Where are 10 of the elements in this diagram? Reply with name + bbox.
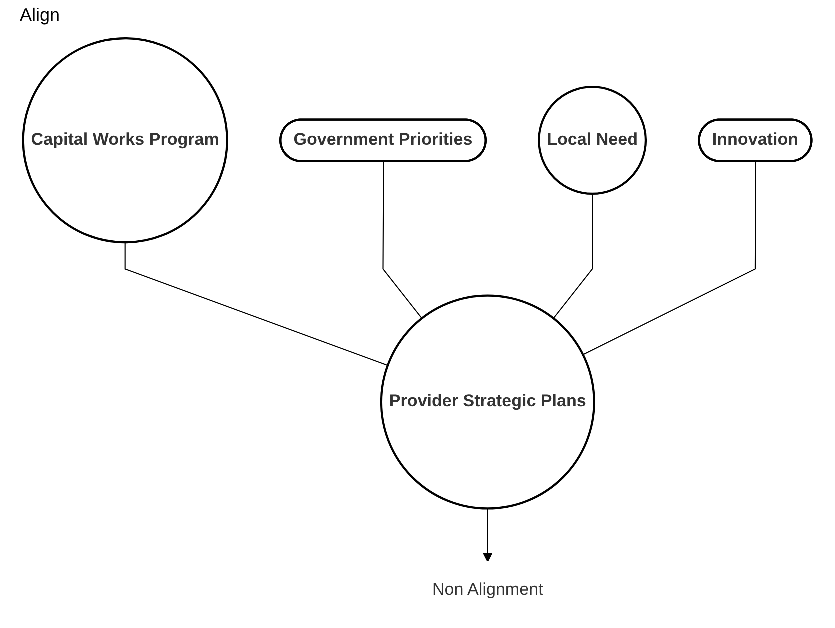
node-circle: Local Need	[538, 86, 648, 196]
connector	[582, 162, 757, 356]
note-text: Align	[20, 5, 60, 26]
node-circle: Capital Works Program	[22, 37, 228, 244]
connector	[382, 162, 422, 319]
connector	[553, 194, 594, 319]
arrow	[483, 508, 493, 562]
node-text: Non Alignment	[432, 581, 544, 600]
node-circle: Provider Strategic Plans	[380, 294, 596, 510]
connector	[124, 242, 388, 366]
